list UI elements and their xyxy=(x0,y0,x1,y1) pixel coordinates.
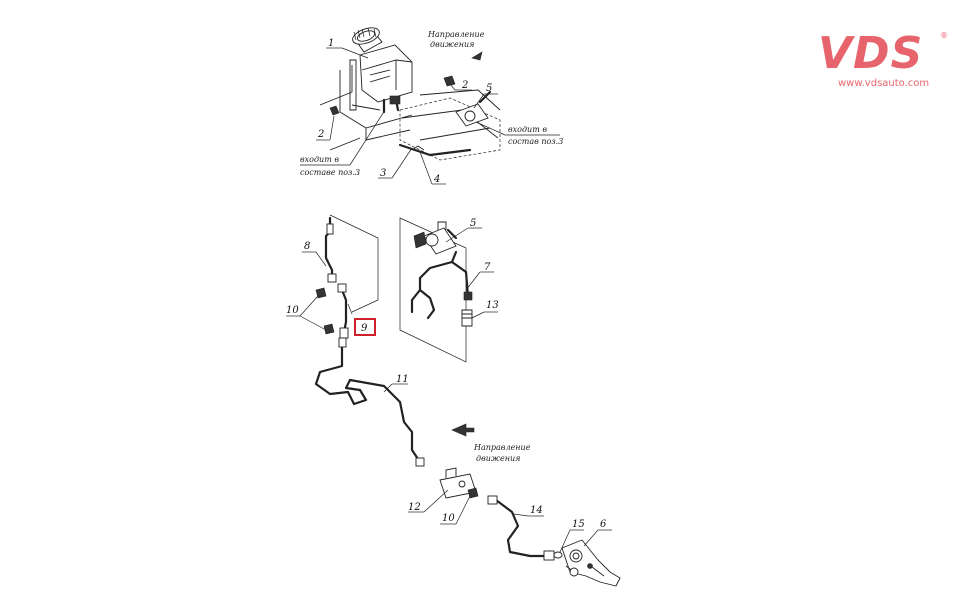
label-9: 9 xyxy=(361,323,368,334)
registered-mark: ® xyxy=(940,31,948,40)
label-5-top: 5 xyxy=(486,83,492,94)
label-1: 1 xyxy=(328,38,334,49)
master-cylinder xyxy=(413,221,458,255)
top-assembly-view: Направление движения входит в составе по… xyxy=(300,27,563,185)
highlight-box-9 xyxy=(354,318,376,336)
top-direction-note-1: Направление xyxy=(427,30,485,39)
label-11: 11 xyxy=(396,374,409,385)
label-2-left: 2 xyxy=(317,129,324,140)
label-7: 7 xyxy=(484,262,491,273)
label-12: 12 xyxy=(408,502,421,513)
right-note-line1: входит в xyxy=(508,125,547,134)
label-3: 3 xyxy=(380,168,386,179)
master-cylinder-top xyxy=(455,90,492,127)
label-10-left: 10 xyxy=(286,305,299,316)
label-8: 8 xyxy=(304,241,310,252)
top-direction-note-2: движения xyxy=(430,40,474,49)
bottom-direction-note-2: движения xyxy=(476,454,520,463)
bottom-direction-note-1: Направление xyxy=(473,443,531,452)
left-note-line2: составе поз.3 xyxy=(300,168,360,177)
bottom-assembly-view: Направление движения 5 7 8 10 9 13 11 12… xyxy=(286,214,621,587)
logo-url: www.vdsauto.com xyxy=(838,78,929,89)
label-4: 4 xyxy=(433,174,440,185)
bracket-12 xyxy=(439,467,479,499)
label-2-right: 2 xyxy=(461,80,468,91)
logo-text: VDS xyxy=(818,28,923,79)
label-13: 13 xyxy=(486,300,499,311)
label-6: 6 xyxy=(600,519,607,530)
right-note-line2: состав поз.3 xyxy=(508,137,563,146)
label-15: 15 xyxy=(572,519,585,530)
vds-logo: VDS ® www.vdsauto.com xyxy=(818,28,948,89)
slave-cylinder xyxy=(561,539,621,587)
label-14: 14 xyxy=(530,505,543,516)
reservoir-tank xyxy=(352,27,413,103)
label-5: 5 xyxy=(470,218,476,229)
left-note-line1: входит в xyxy=(300,155,339,164)
label-10-bottom: 10 xyxy=(442,513,455,524)
